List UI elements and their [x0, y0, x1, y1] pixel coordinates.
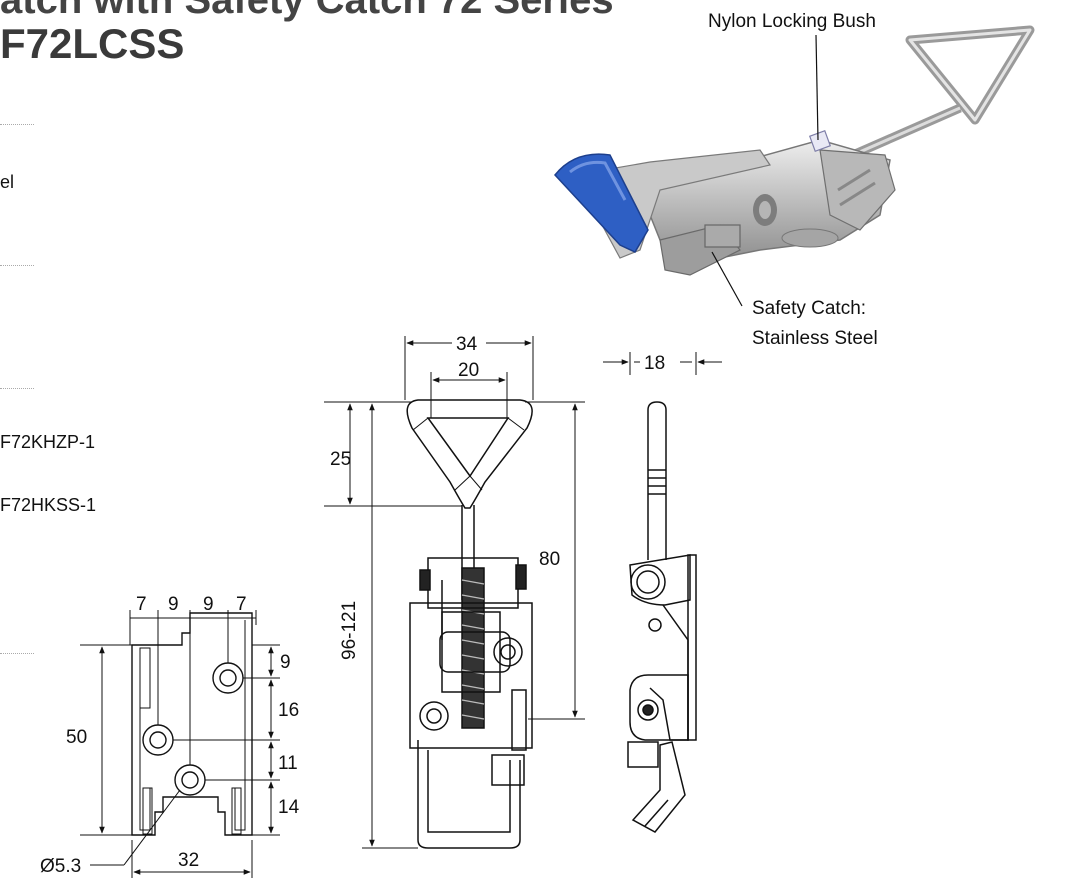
separator-line — [0, 265, 34, 266]
side-view — [627, 401, 697, 833]
svg-text:9: 9 — [203, 594, 214, 615]
base-plate-dimension-labels: 7 9 9 7 50 9 16 11 14 Ø5.3 32 — [40, 594, 300, 877]
base-plate-dimensions — [80, 610, 280, 878]
base-plate-view — [131, 612, 253, 836]
svg-text:80: 80 — [539, 549, 560, 570]
callout-safety-catch: Safety Catch: Stainless Steel — [711, 251, 878, 349]
svg-text:Stainless Steel: Stainless Steel — [752, 328, 878, 349]
svg-text:96-121: 96-121 — [339, 601, 360, 660]
svg-text:7: 7 — [136, 594, 147, 615]
separator-line — [0, 124, 34, 125]
related-part-2: F72HKSS-1 — [0, 495, 97, 515]
svg-text:32: 32 — [178, 850, 199, 871]
svg-text:9: 9 — [168, 594, 179, 615]
latch-product-illustration — [554, 25, 1035, 276]
svg-text:20: 20 — [458, 360, 479, 381]
product-series-title: atch with Safety Catch 72 Series — [0, 0, 614, 22]
svg-text:Safety Catch:: Safety Catch: — [752, 298, 866, 319]
svg-text:50: 50 — [66, 727, 87, 748]
svg-text:14: 14 — [278, 797, 300, 818]
front-view — [406, 399, 533, 849]
material-text-fragment: el — [0, 172, 15, 192]
related-part-1: F72KHZP-1 — [0, 432, 96, 452]
side-view-dimensions — [603, 352, 722, 375]
svg-text:25: 25 — [330, 449, 351, 470]
svg-text:7: 7 — [236, 594, 247, 615]
svg-text:Ø5.3: Ø5.3 — [40, 856, 81, 877]
product-code-title: F72LCSS — [0, 20, 185, 67]
svg-text:34: 34 — [456, 334, 478, 355]
separator-line — [0, 653, 34, 654]
callout-nylon-bush: Nylon Locking Bush — [708, 11, 876, 141]
svg-text:16: 16 — [278, 700, 299, 721]
front-view-dimensions — [324, 336, 585, 849]
svg-text:11: 11 — [278, 753, 298, 774]
front-view-dimension-labels: 34 20 25 80 96-121 — [330, 334, 560, 660]
svg-text:Nylon Locking Bush: Nylon Locking Bush — [708, 11, 876, 32]
side-width-label: 18 — [644, 353, 665, 374]
svg-text:9: 9 — [280, 652, 291, 673]
separator-line — [0, 388, 34, 389]
